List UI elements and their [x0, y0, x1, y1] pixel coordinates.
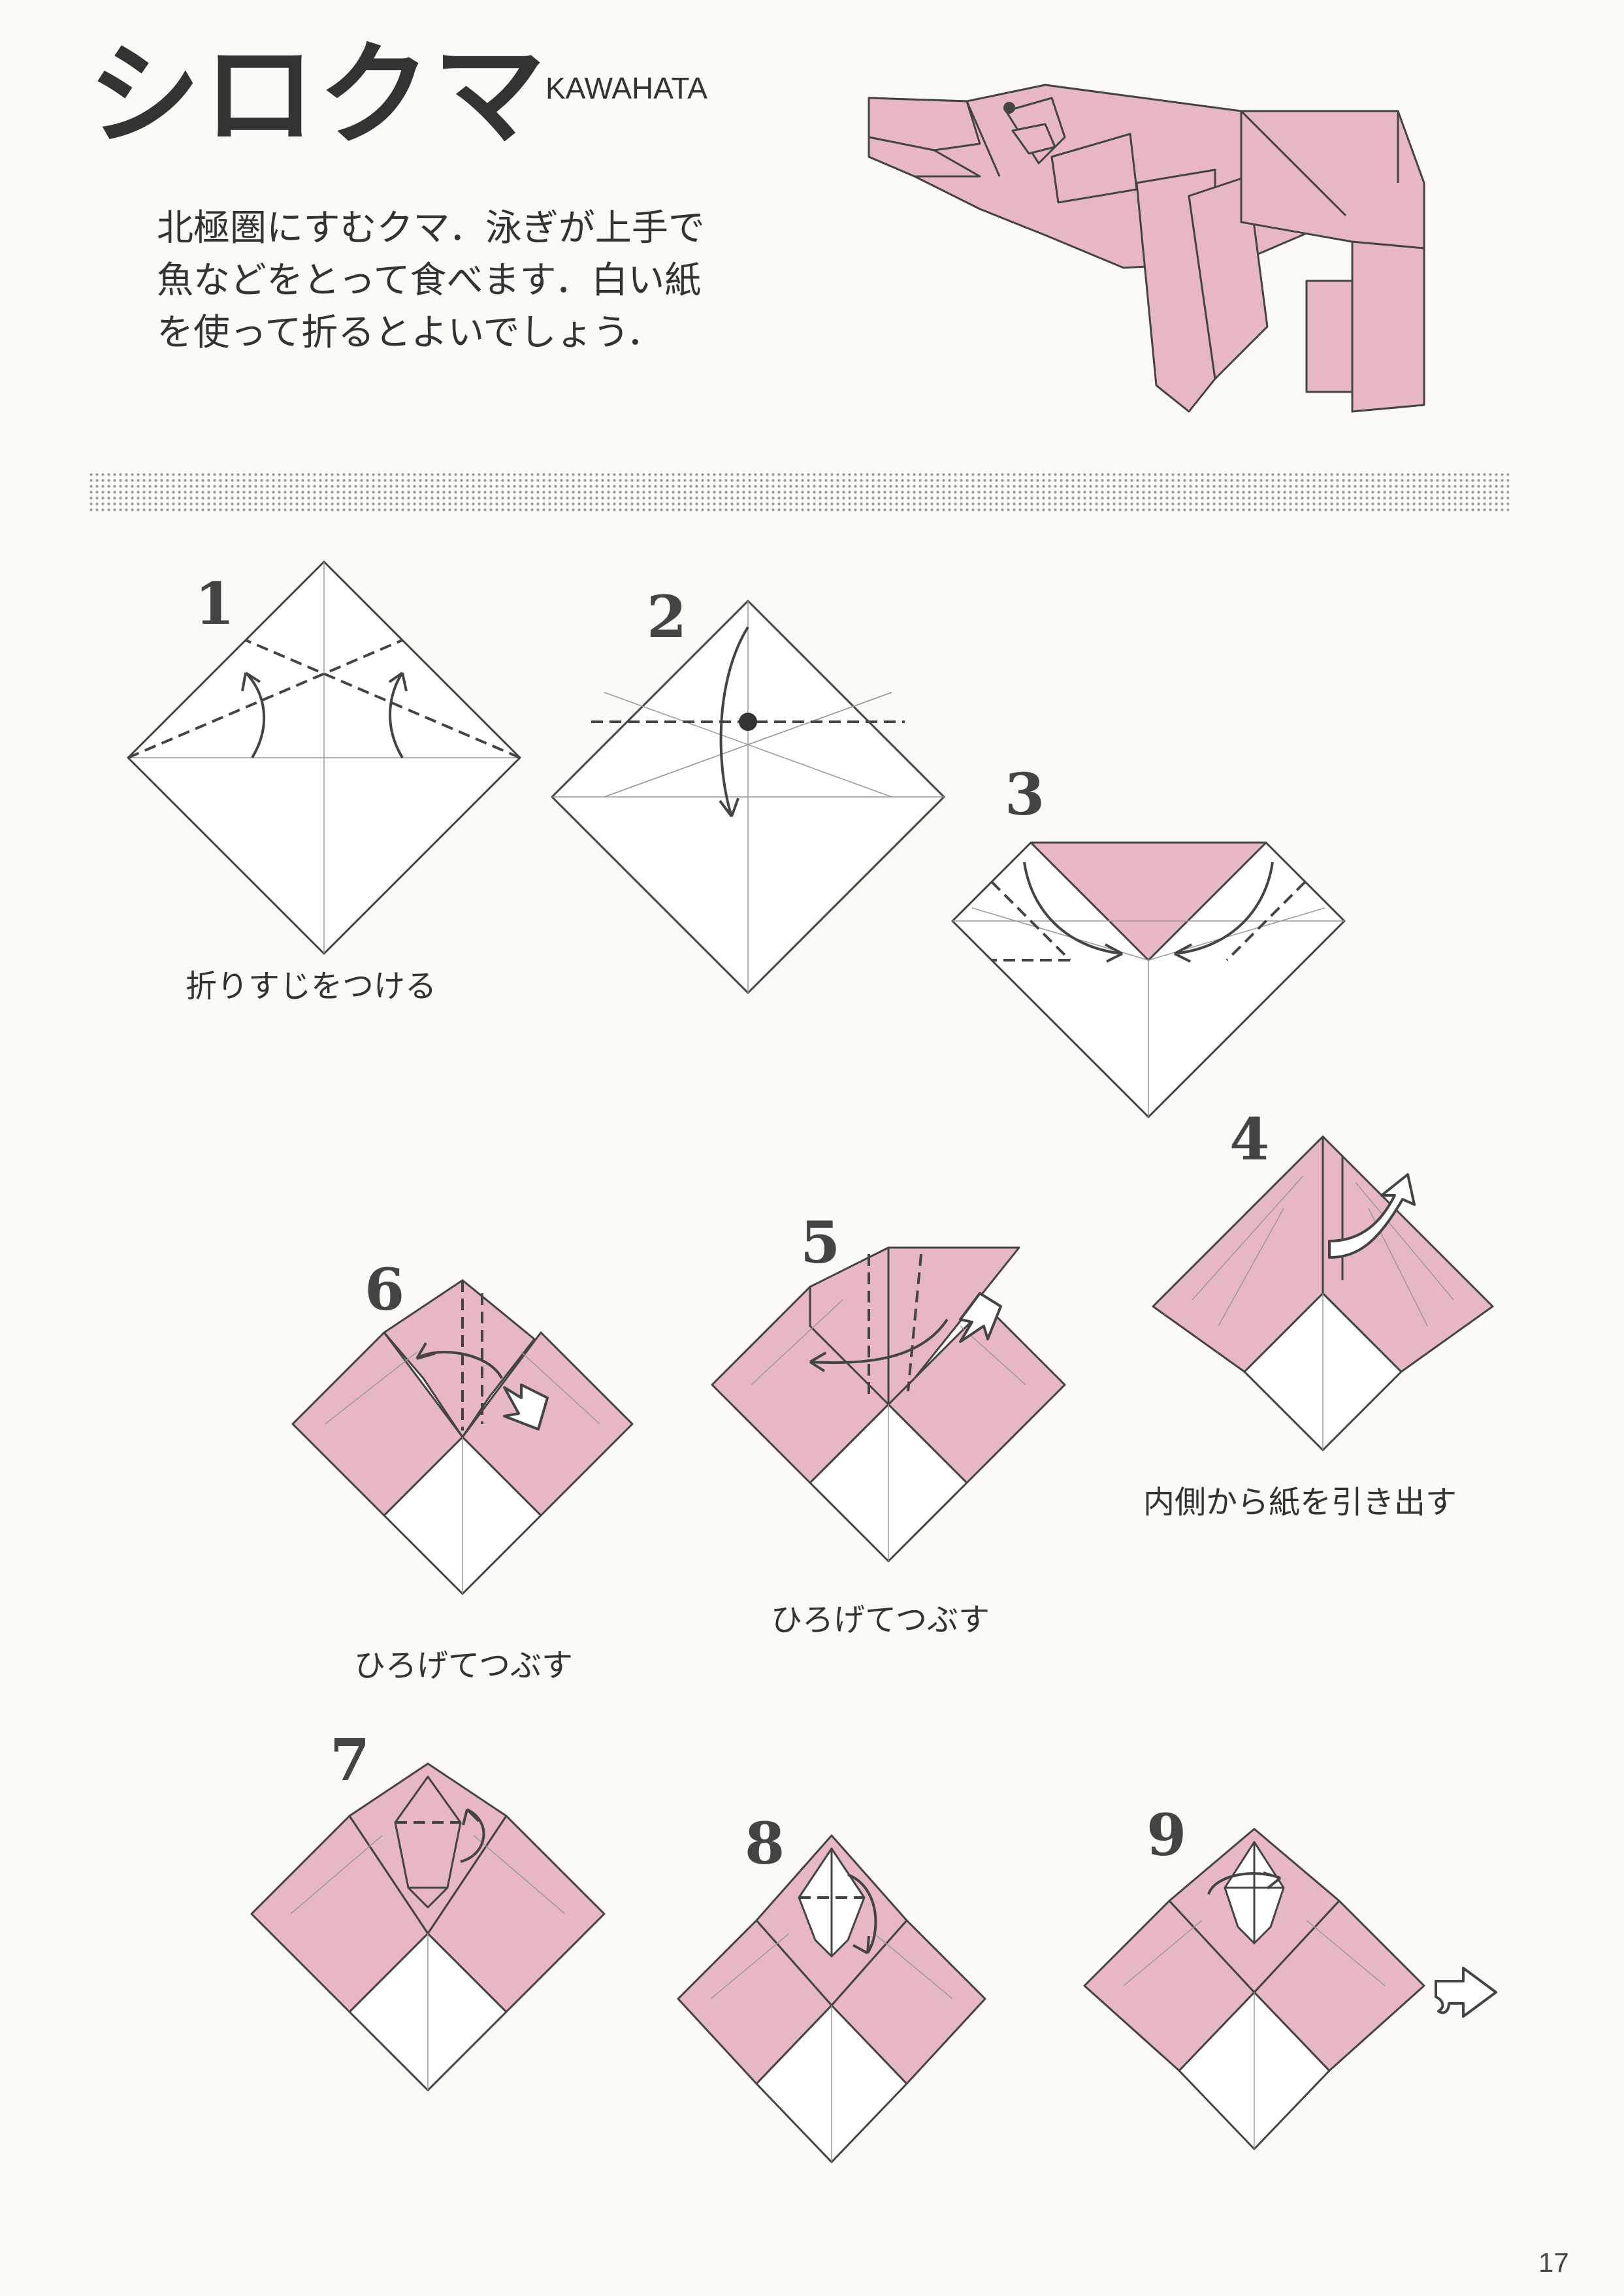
intro-text: 北極圏にすむクマ．泳ぎが上手で 魚などをとって食べます．白い紙 を使って折るとよ… [157, 202, 745, 359]
push-arrow-icon [959, 1292, 1002, 1343]
step-number: 6 [365, 1255, 405, 1323]
fold-arrow-icon [719, 626, 749, 818]
fold-arrow-icon [1207, 1871, 1282, 1895]
polar-bear-model-illustration [868, 84, 1425, 413]
step-caption: ひろげてつぶす [771, 1602, 990, 1638]
step-4-diagram [1152, 1135, 1494, 1451]
step-caption: ひろげてつぶす [354, 1647, 574, 1684]
fold-arrow-icon [460, 1808, 485, 1863]
push-arrow-icon [503, 1383, 549, 1431]
step-caption: 内側から紙を引き出す [1143, 1484, 1457, 1521]
fold-arrow-icon [809, 1318, 949, 1372]
step-8-diagram [677, 1834, 986, 2163]
step-number: 5 [800, 1208, 841, 1276]
intro-line: を使って折るとよいでしょう． [157, 312, 664, 354]
next-arrow-icon [1435, 1967, 1497, 2018]
step-number: 7 [330, 1726, 370, 1794]
fold-arrow-icon [241, 671, 266, 759]
intro-line: 北極圏にすむクマ．泳ぎが上手で [157, 207, 705, 250]
step-number: 4 [1229, 1105, 1270, 1173]
step-number: 3 [1005, 760, 1045, 828]
step-7-diagram [250, 1762, 606, 2092]
step-2-diagram [551, 600, 945, 994]
step-number: 2 [647, 583, 687, 651]
page-title: シロクマ [88, 29, 548, 161]
step-6-diagram [291, 1279, 634, 1595]
step-9-diagram [1083, 1828, 1425, 2150]
intro-line: 魚などをとって食べます．白い紙 [157, 259, 702, 302]
page-number: 17 [1538, 2247, 1569, 2278]
step-5-diagram [711, 1246, 1066, 1562]
step-3-diagram [951, 841, 1346, 1118]
fold-arrow-icon [388, 671, 408, 759]
fold-arrow-icon [415, 1342, 503, 1379]
fold-arrow-icon [847, 1873, 877, 1954]
step-number: 8 [745, 1809, 785, 1877]
dotted-divider [88, 472, 1509, 513]
step-caption: 折りすじをつける [186, 968, 437, 1005]
fold-arrow-icon [1023, 862, 1123, 963]
author-name: KAWAHATA [545, 71, 707, 105]
step-1-diagram [127, 560, 521, 955]
fold-arrow-icon [1174, 862, 1274, 963]
pull-arrow-icon [1328, 1173, 1416, 1259]
step-number: 9 [1146, 1801, 1187, 1869]
step-number: 1 [195, 570, 235, 638]
